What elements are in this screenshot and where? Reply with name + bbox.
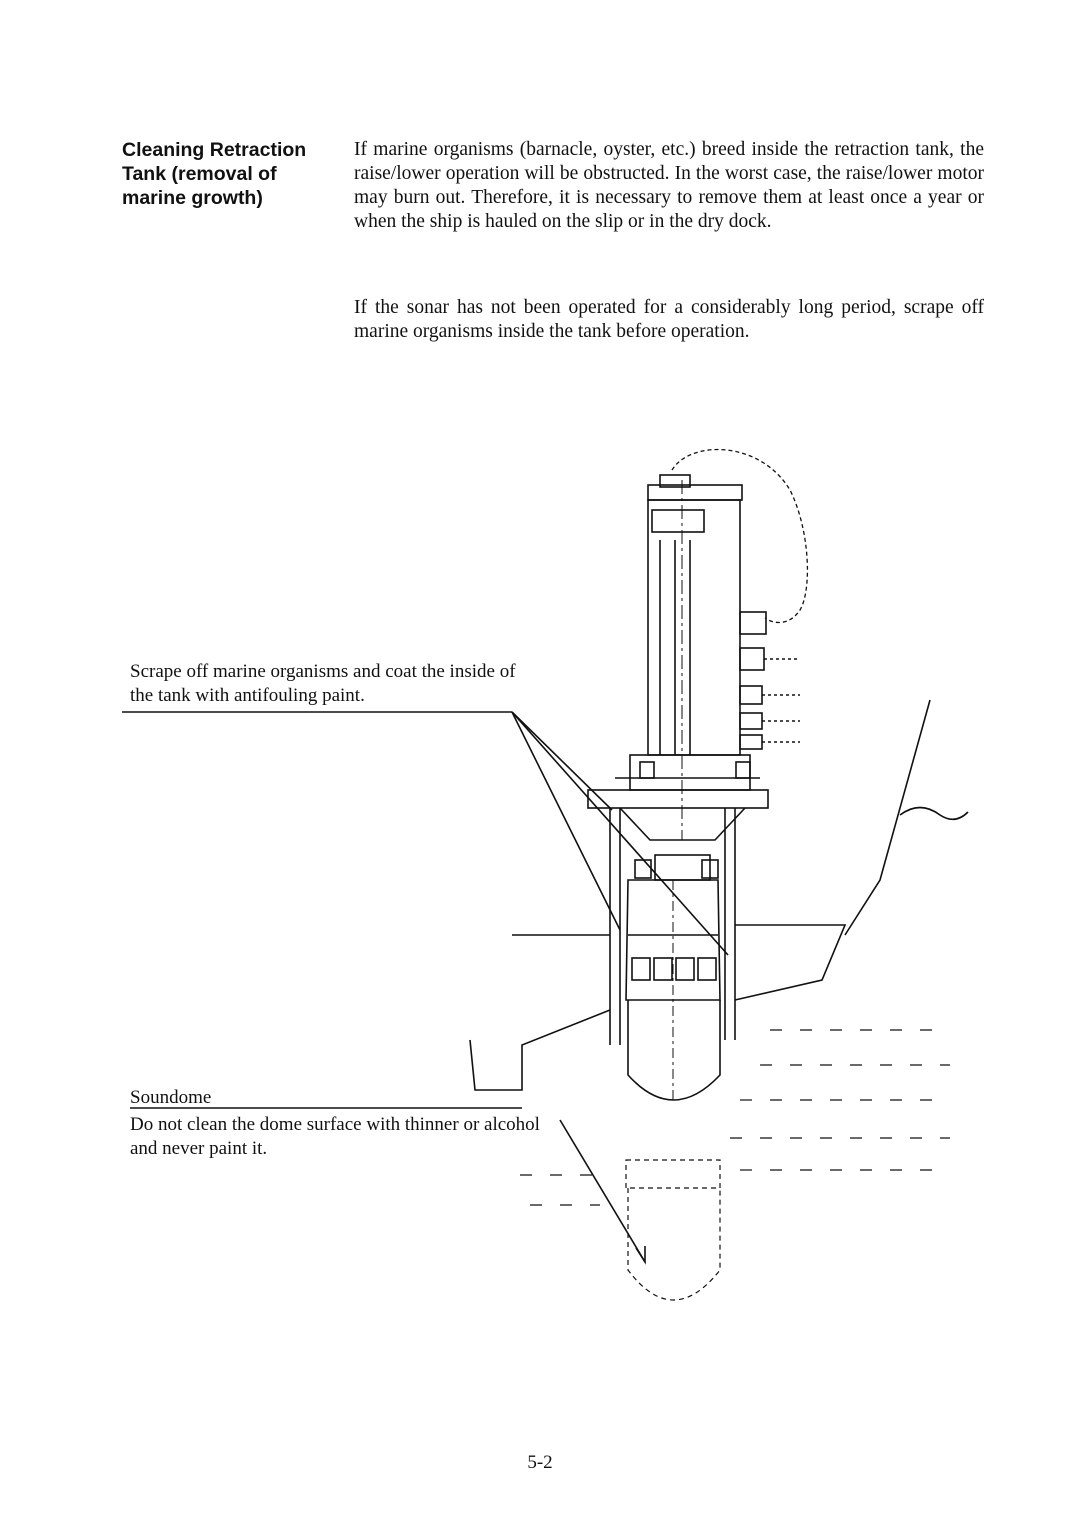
lowered-transducer xyxy=(625,1159,721,1301)
callout-paint-leader-1 xyxy=(511,711,613,811)
soundome xyxy=(627,1000,721,1101)
heading-line-3: marine growth) xyxy=(122,187,263,209)
heading-line-1: Cleaning Retraction xyxy=(122,139,307,161)
cable xyxy=(671,448,809,624)
callout-soundome-note: Do not clean the dome surface with thinn… xyxy=(130,1114,540,1159)
transducer-body xyxy=(625,879,721,1001)
paragraph-long-idle: If the sonar has not been operated for a… xyxy=(354,297,984,342)
connectors xyxy=(739,611,800,750)
callout-paint-leader-3 xyxy=(511,711,729,956)
water-dashes xyxy=(520,1029,950,1206)
callout-paint-text: Scrape off marine organisms and coat the… xyxy=(130,661,516,706)
callout-soundome-label: Soundome xyxy=(130,1087,212,1108)
paragraph-retraction-tank: If marine organisms (barnacle, oyster, e… xyxy=(354,139,984,232)
callout-paint-leader-2 xyxy=(511,711,621,931)
hull-line xyxy=(469,1009,611,1091)
hoist-column xyxy=(647,499,741,756)
section-heading: Cleaning Retraction Tank (removal of mar… xyxy=(122,138,337,210)
heading-line-2: Tank (removal of xyxy=(122,163,277,185)
mounting-flange xyxy=(587,789,769,809)
page-number: 5-2 xyxy=(527,1452,553,1473)
callout-dome-leader xyxy=(559,1119,646,1263)
